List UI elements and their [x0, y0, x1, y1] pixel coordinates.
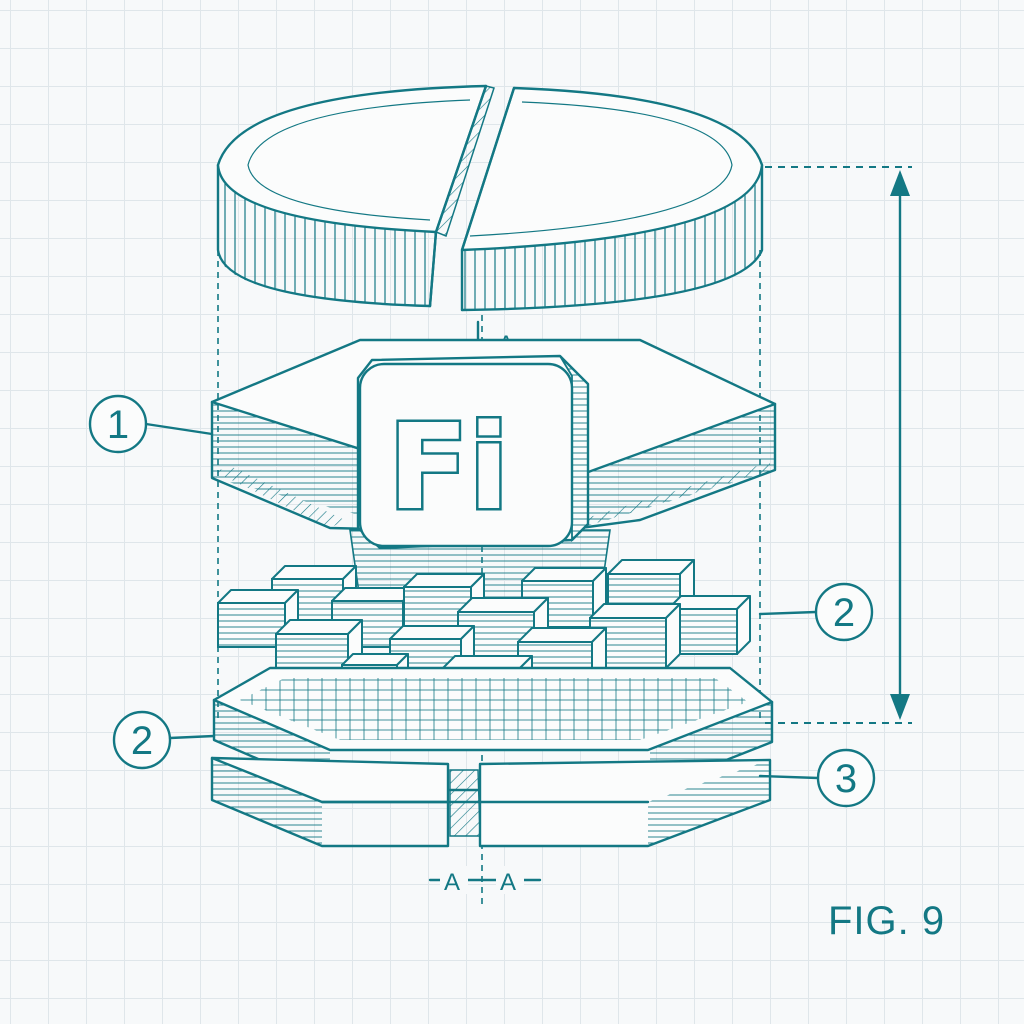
callout-number-2-left: 2 — [131, 719, 153, 763]
section-label-bottom-left: A — [444, 869, 460, 896]
figure-label: FIG. 9 — [828, 899, 945, 943]
guide-lines — [217, 250, 761, 905]
section-label-bottom-right: A — [500, 869, 516, 896]
callout-2-right: 2 — [758, 582, 874, 642]
logo-tile: Fi — [356, 354, 590, 550]
callout-number-2-right: 2 — [833, 591, 855, 635]
callout-number-3: 3 — [835, 757, 857, 801]
callout-2-left: 2 — [112, 710, 216, 770]
bottom-base-slab — [210, 756, 772, 848]
section-marker-bottom: A A — [428, 866, 542, 896]
height-dimension — [765, 166, 912, 724]
callout-3: 3 — [758, 748, 876, 808]
top-disc — [216, 84, 764, 312]
callout-number-1: 1 — [107, 403, 129, 447]
logo-text: Fi — [388, 398, 509, 536]
callout-1: 1 — [88, 394, 214, 454]
